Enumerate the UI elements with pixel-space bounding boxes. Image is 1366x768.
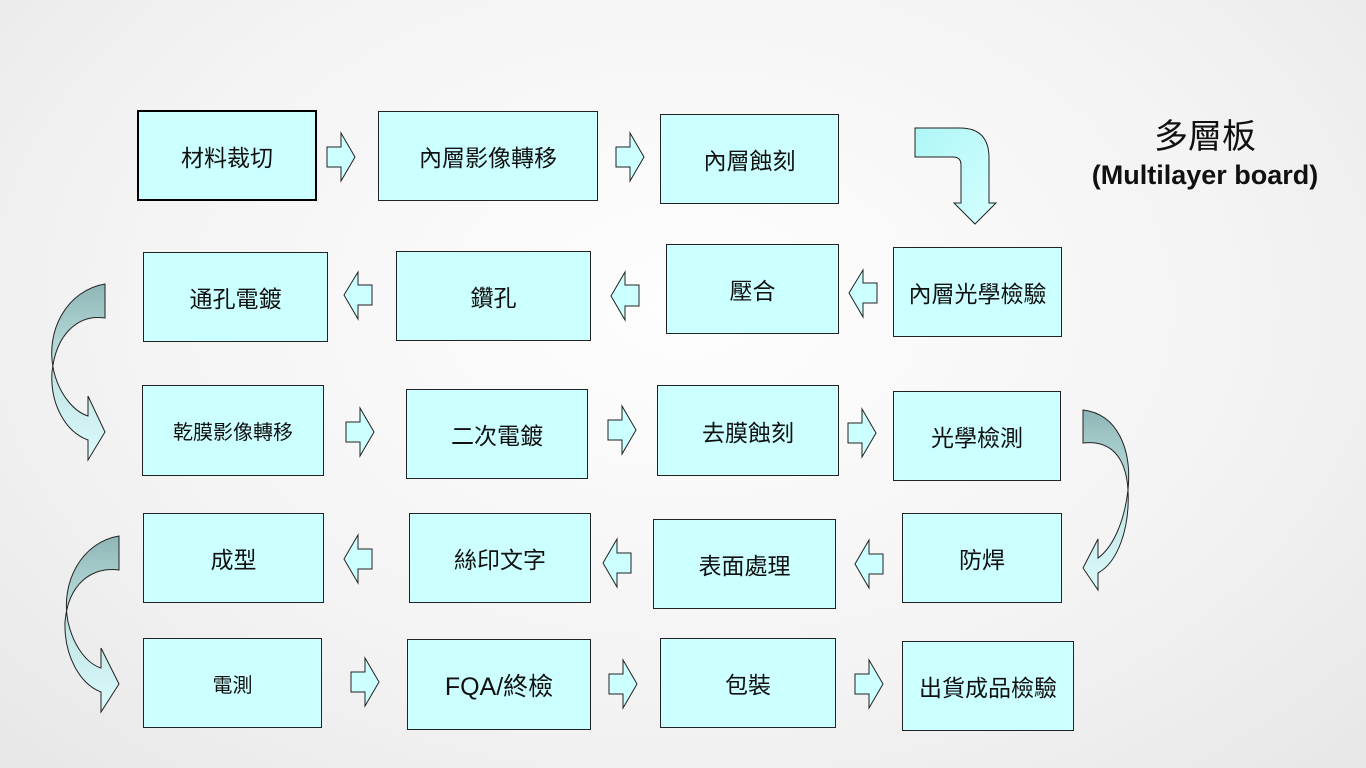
step-label: 防焊 (959, 548, 1005, 574)
step-silkscreen: 絲印文字 (409, 513, 591, 603)
step-optical-inspection: 光學檢測 (893, 391, 1061, 481)
left-arrow (343, 533, 373, 585)
diagram-title: 多層板 (Multilayer board) (1060, 116, 1350, 192)
right-arrow (847, 407, 877, 459)
step-through-hole-plating: 通孔電鍍 (143, 252, 328, 342)
curved-down-arrow (51, 283, 106, 462)
step-label: 通孔電鍍 (189, 287, 282, 313)
left-arrow (343, 270, 373, 321)
left-arrow (854, 538, 884, 590)
left-arrow (602, 537, 632, 589)
left-arrow (610, 270, 640, 322)
step-label: 內層光學檢驗 (908, 282, 1047, 308)
step-routing: 成型 (143, 513, 324, 603)
step-label: 成型 (210, 548, 257, 574)
step-material-cutting: 材料裁切 (137, 110, 317, 201)
step-label: 乾膜影像轉移 (173, 420, 293, 444)
title-english: (Multilayer board) (1091, 160, 1319, 190)
step-inner-layer-aoi: 內層光學檢驗 (893, 247, 1062, 337)
right-arrow (345, 406, 375, 458)
step-label: 鑽孔 (470, 286, 517, 312)
right-arrow (350, 656, 380, 708)
step-label: 出貨成品檢驗 (919, 676, 1057, 702)
step-label: 壓合 (729, 279, 776, 305)
step-label: 內層蝕刻 (703, 149, 796, 175)
step-label: FQA/終檢 (444, 672, 554, 701)
step-secondary-plating: 二次電鍍 (406, 389, 588, 479)
step-strip-etch: 去膜蝕刻 (657, 385, 839, 476)
step-label: 電測 (212, 672, 253, 697)
right-arrow (607, 404, 637, 456)
title-chinese: 多層板 (1154, 117, 1256, 157)
step-label: 表面處理 (698, 554, 791, 580)
right-arrow (608, 658, 638, 710)
curved-down-arrow (64, 535, 120, 714)
step-inner-layer-image-transfer: 內層影像轉移 (378, 111, 598, 201)
right-arrow (615, 131, 645, 183)
step-fqa-final-inspection: FQA/終檢 (407, 639, 591, 730)
right-arrow (326, 131, 356, 183)
step-drilling: 鑽孔 (396, 251, 591, 341)
left-arrow (848, 268, 878, 319)
step-label: 光學檢測 (931, 426, 1023, 452)
step-label: 包裝 (725, 673, 771, 699)
bent-down-arrow (914, 127, 998, 225)
step-lamination: 壓合 (666, 244, 839, 334)
step-inner-layer-etching: 內層蝕刻 (660, 114, 839, 204)
right-arrow (854, 658, 884, 710)
curved-down-arrow (1082, 409, 1130, 592)
step-packaging: 包裝 (660, 638, 836, 728)
step-surface-finish: 表面處理 (653, 519, 836, 609)
step-electrical-test: 電測 (143, 638, 322, 728)
step-solder-mask: 防焊 (902, 513, 1062, 603)
step-label: 材料裁切 (181, 145, 273, 172)
step-outgoing-inspection: 出貨成品檢驗 (902, 641, 1074, 731)
step-label: 去膜蝕刻 (702, 420, 794, 447)
step-dry-film-image-transfer: 乾膜影像轉移 (142, 385, 324, 476)
step-label: 絲印文字 (454, 548, 546, 574)
step-label: 內層影像轉移 (419, 146, 557, 172)
step-label: 二次電鍍 (451, 424, 543, 450)
